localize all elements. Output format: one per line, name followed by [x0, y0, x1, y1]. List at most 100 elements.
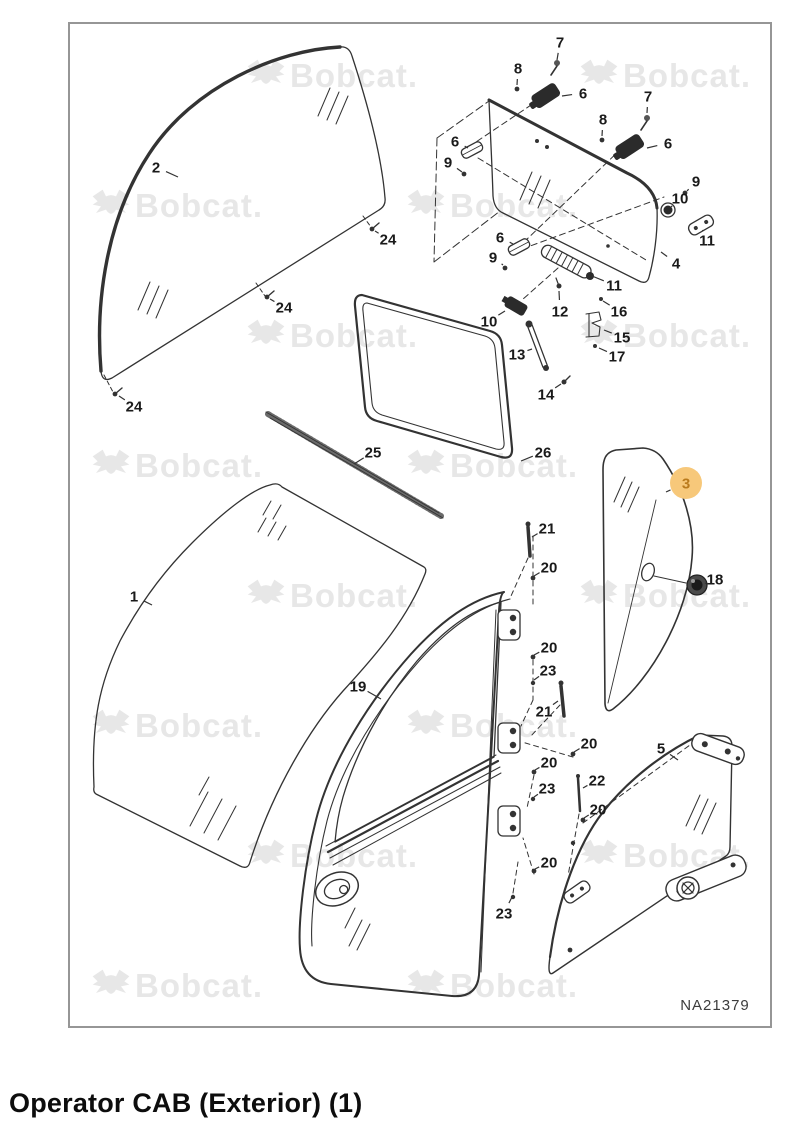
callout-leader: [269, 298, 275, 303]
callout-leader: [509, 241, 514, 245]
callout-leader: [554, 383, 562, 389]
callout-7[interactable]: 7: [644, 89, 652, 114]
door-hinge-brackets: [497, 609, 521, 837]
watermark-text: Bobcat.: [135, 187, 263, 224]
callout-7[interactable]: 7: [556, 35, 564, 61]
part-18-knob: [686, 574, 708, 596]
callout-23[interactable]: 23: [496, 896, 513, 923]
callout-24[interactable]: 24: [118, 395, 143, 416]
part-5-side-window: [548, 732, 747, 975]
callout-10[interactable]: 10: [670, 191, 689, 208]
callout-leader: [665, 489, 671, 493]
callout-20[interactable]: 20: [533, 560, 558, 577]
callout-4[interactable]: 4: [660, 251, 681, 273]
callout-20[interactable]: 20: [573, 736, 597, 753]
watermark-text: Bobcat.: [290, 57, 418, 94]
callout-8[interactable]: 8: [514, 61, 522, 86]
callout-24[interactable]: 24: [269, 298, 293, 317]
watermark: Bobcat.: [580, 317, 750, 354]
callout-number: 8: [514, 61, 522, 78]
callout-13[interactable]: 13: [509, 347, 533, 364]
callout-23[interactable]: 23: [533, 663, 556, 681]
figure-caption: Operator CAB (Exterior) (1): [9, 1088, 363, 1118]
callout-number: 10: [481, 314, 498, 331]
callout-number: 18: [707, 572, 724, 589]
callout-23[interactable]: 23: [533, 781, 555, 798]
callout-21[interactable]: 21: [536, 700, 559, 721]
callout-20[interactable]: 20: [534, 755, 557, 772]
callout-6[interactable]: 6: [451, 134, 469, 151]
callout-11[interactable]: 11: [699, 229, 715, 250]
callout-leader: [533, 651, 540, 656]
callout-12[interactable]: 12: [552, 290, 569, 321]
callout-6[interactable]: 6: [646, 136, 672, 153]
callout-15[interactable]: 15: [603, 329, 631, 347]
callout-5[interactable]: 5: [657, 741, 679, 761]
callout-3[interactable]: 3: [665, 467, 702, 499]
callout-leader: [118, 395, 126, 401]
callout-leader: [456, 167, 463, 173]
callout-number: 24: [126, 399, 143, 416]
watermark: Bobcat.: [407, 967, 577, 1004]
watermark: Bobcat.: [92, 187, 263, 224]
fasteners-7-8-9: [461, 60, 688, 271]
callout-16[interactable]: 16: [602, 300, 628, 321]
callout-leader: [534, 866, 540, 870]
callout-9[interactable]: 9: [444, 155, 463, 173]
callout-number: 21: [536, 704, 553, 721]
callout-leader: [598, 347, 608, 353]
callout-10[interactable]: 10: [481, 310, 506, 331]
callout-20[interactable]: 20: [534, 855, 557, 872]
callout-leader: [660, 251, 668, 257]
callout-leader: [520, 455, 534, 462]
callout-25[interactable]: 25: [353, 445, 381, 465]
watermark-text: Bobcat.: [450, 447, 578, 484]
pin-10: [501, 295, 528, 316]
callout-9[interactable]: 9: [686, 174, 700, 192]
watermark-text: Bobcat.: [623, 57, 751, 94]
callout-19[interactable]: 19: [350, 679, 382, 700]
callout-2[interactable]: 2: [152, 160, 179, 178]
callout-number: 12: [552, 304, 569, 321]
callout-1[interactable]: 1: [130, 589, 153, 606]
watermark: Bobcat.: [247, 577, 417, 614]
callout-number: 20: [541, 640, 558, 657]
watermark-text: Bobcat.: [290, 317, 418, 354]
callout-number: 10: [672, 191, 689, 208]
callout-leader: [143, 600, 153, 606]
callout-18[interactable]: 18: [704, 572, 724, 589]
callout-20[interactable]: 20: [533, 640, 558, 657]
callout-number: 20: [541, 560, 558, 577]
callout-number: 22: [589, 773, 606, 790]
figure-id-label: NA21379: [680, 997, 750, 1014]
part-19-door-frame: [298, 591, 521, 998]
callout-24[interactable]: 24: [374, 230, 397, 249]
callout-number: 23: [496, 906, 513, 923]
callout-number: 15: [614, 330, 631, 347]
callout-leader: [367, 690, 382, 700]
watermark: Bobcat.: [247, 57, 418, 94]
callout-6[interactable]: 6: [561, 86, 587, 103]
watermark: Bobcat.: [92, 967, 262, 1004]
callout-11[interactable]: 11: [591, 275, 622, 295]
bumper-6-lower: [507, 238, 531, 256]
watermark: Bobcat.: [92, 447, 262, 484]
part-4-rear-window-group: [433, 60, 715, 385]
callout-21[interactable]: 21: [531, 521, 555, 538]
callout-8[interactable]: 8: [599, 112, 607, 137]
callout-17[interactable]: 17: [598, 347, 625, 366]
callout-6[interactable]: 6: [496, 230, 514, 247]
callout-9[interactable]: 9: [489, 250, 504, 267]
plate-11: [687, 214, 715, 236]
callout-26[interactable]: 26: [520, 445, 551, 462]
part-2-windshield-glass: [97, 45, 386, 397]
callout-14[interactable]: 14: [538, 383, 562, 404]
part-1-door-glass: [92, 483, 427, 868]
callout-number: 16: [611, 304, 628, 321]
watermark: Bobcat.: [580, 57, 751, 94]
callout-leader: [561, 93, 573, 97]
callout-20[interactable]: 20: [583, 802, 606, 819]
callout-22[interactable]: 22: [582, 773, 606, 790]
